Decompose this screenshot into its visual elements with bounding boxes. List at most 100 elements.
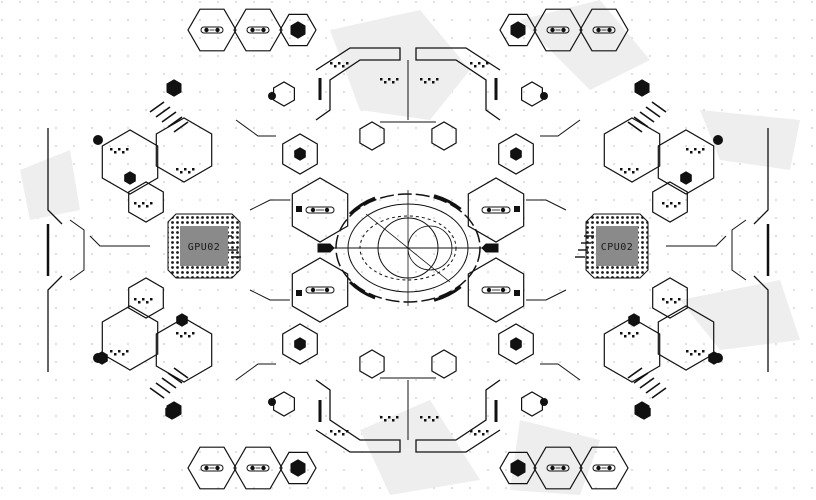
circuit-trace [731, 219, 747, 281]
data-dot [396, 416, 399, 419]
data-dot [666, 205, 669, 208]
hexagon-icon [520, 81, 544, 107]
hexagon-icon [290, 459, 306, 477]
circuit-trace [627, 367, 643, 379]
data-dot [470, 62, 473, 65]
data-dot [694, 350, 697, 353]
data-dot [428, 78, 431, 81]
circuit-trace [69, 219, 85, 281]
data-dot [624, 335, 627, 338]
hexagon-icon [510, 459, 526, 477]
data-dot [134, 298, 137, 301]
circuit-trace [173, 367, 189, 379]
data-dot [436, 416, 439, 419]
data-dot [180, 171, 183, 174]
data-dot [666, 301, 669, 304]
hexagon-icon [510, 21, 526, 39]
hexagon-icon [187, 8, 237, 52]
circuit-trace [47, 275, 63, 372]
circuit-trace [161, 111, 177, 123]
hexagon-icon [279, 13, 317, 47]
data-dot [674, 301, 677, 304]
data-dot [330, 62, 333, 65]
circuit-trace [155, 106, 171, 118]
circuit-trace [627, 121, 643, 133]
data-dot [620, 332, 623, 335]
circuit-trace [235, 119, 276, 137]
data-dot [114, 353, 117, 356]
hexagon-icon [155, 117, 213, 183]
hexagon-icon [359, 349, 385, 379]
hexagon-icon [498, 323, 534, 365]
data-dot [114, 151, 117, 154]
data-dot [142, 298, 145, 301]
circuit-trace [155, 382, 171, 394]
data-dot [698, 353, 701, 356]
data-dot [690, 353, 693, 356]
circuit-trace [315, 379, 401, 453]
data-dot [338, 62, 341, 65]
circuit-trace [540, 119, 581, 137]
circuit-trace [526, 289, 567, 301]
data-dot [330, 430, 333, 433]
data-dot [392, 81, 395, 84]
data-dot [482, 65, 485, 68]
hexagon-icon [291, 257, 349, 323]
circuit-trace [753, 128, 769, 225]
data-dot [176, 332, 179, 335]
data-dot [670, 298, 673, 301]
data-dot [678, 298, 681, 301]
data-dot [424, 419, 427, 422]
data-dot [420, 78, 423, 81]
circuit-trace [415, 379, 501, 453]
data-dot [342, 65, 345, 68]
hexagon-icon [637, 404, 651, 420]
data-dot [176, 168, 179, 171]
hex-marker [305, 286, 335, 294]
data-dot [146, 205, 149, 208]
hexagon-icon [233, 8, 283, 52]
data-dot [686, 148, 689, 151]
data-dot [184, 332, 187, 335]
data-dot [146, 301, 149, 304]
circuit-trace [639, 111, 655, 123]
data-dot [138, 205, 141, 208]
cpu-chip: CPU02 [585, 213, 649, 279]
hexagon-icon [187, 446, 237, 490]
hex-marker [200, 464, 224, 472]
data-dot [384, 419, 387, 422]
data-dot [192, 332, 195, 335]
data-dot [126, 148, 129, 151]
hex-marker [305, 206, 335, 214]
data-dot [478, 430, 481, 433]
data-dot [392, 419, 395, 422]
hexagon-icon [290, 21, 306, 39]
hex-marker [246, 464, 270, 472]
data-dot [122, 353, 125, 356]
data-dot [346, 62, 349, 65]
target-reticle-icon [317, 190, 499, 306]
circuit-trace [633, 372, 649, 384]
data-dot [620, 168, 623, 171]
data-dot [380, 78, 383, 81]
circuit-trace [167, 372, 183, 384]
data-dot [150, 202, 153, 205]
circuit-trace [315, 47, 401, 121]
circuit-trace [645, 382, 661, 394]
data-dot [150, 298, 153, 301]
circuit-trace [666, 235, 727, 247]
circuit-trace [753, 275, 769, 372]
data-dot [636, 168, 639, 171]
data-dot [486, 430, 489, 433]
data-dot [670, 202, 673, 205]
hexagon-icon [96, 351, 108, 365]
data-dot [486, 62, 489, 65]
hex-marker [546, 26, 570, 34]
hexagon-icon [603, 117, 661, 183]
data-dot [698, 151, 701, 154]
hexagon-icon [467, 257, 525, 323]
hexagon-icon [603, 317, 661, 383]
data-dot [628, 168, 631, 171]
data-dot [110, 148, 113, 151]
